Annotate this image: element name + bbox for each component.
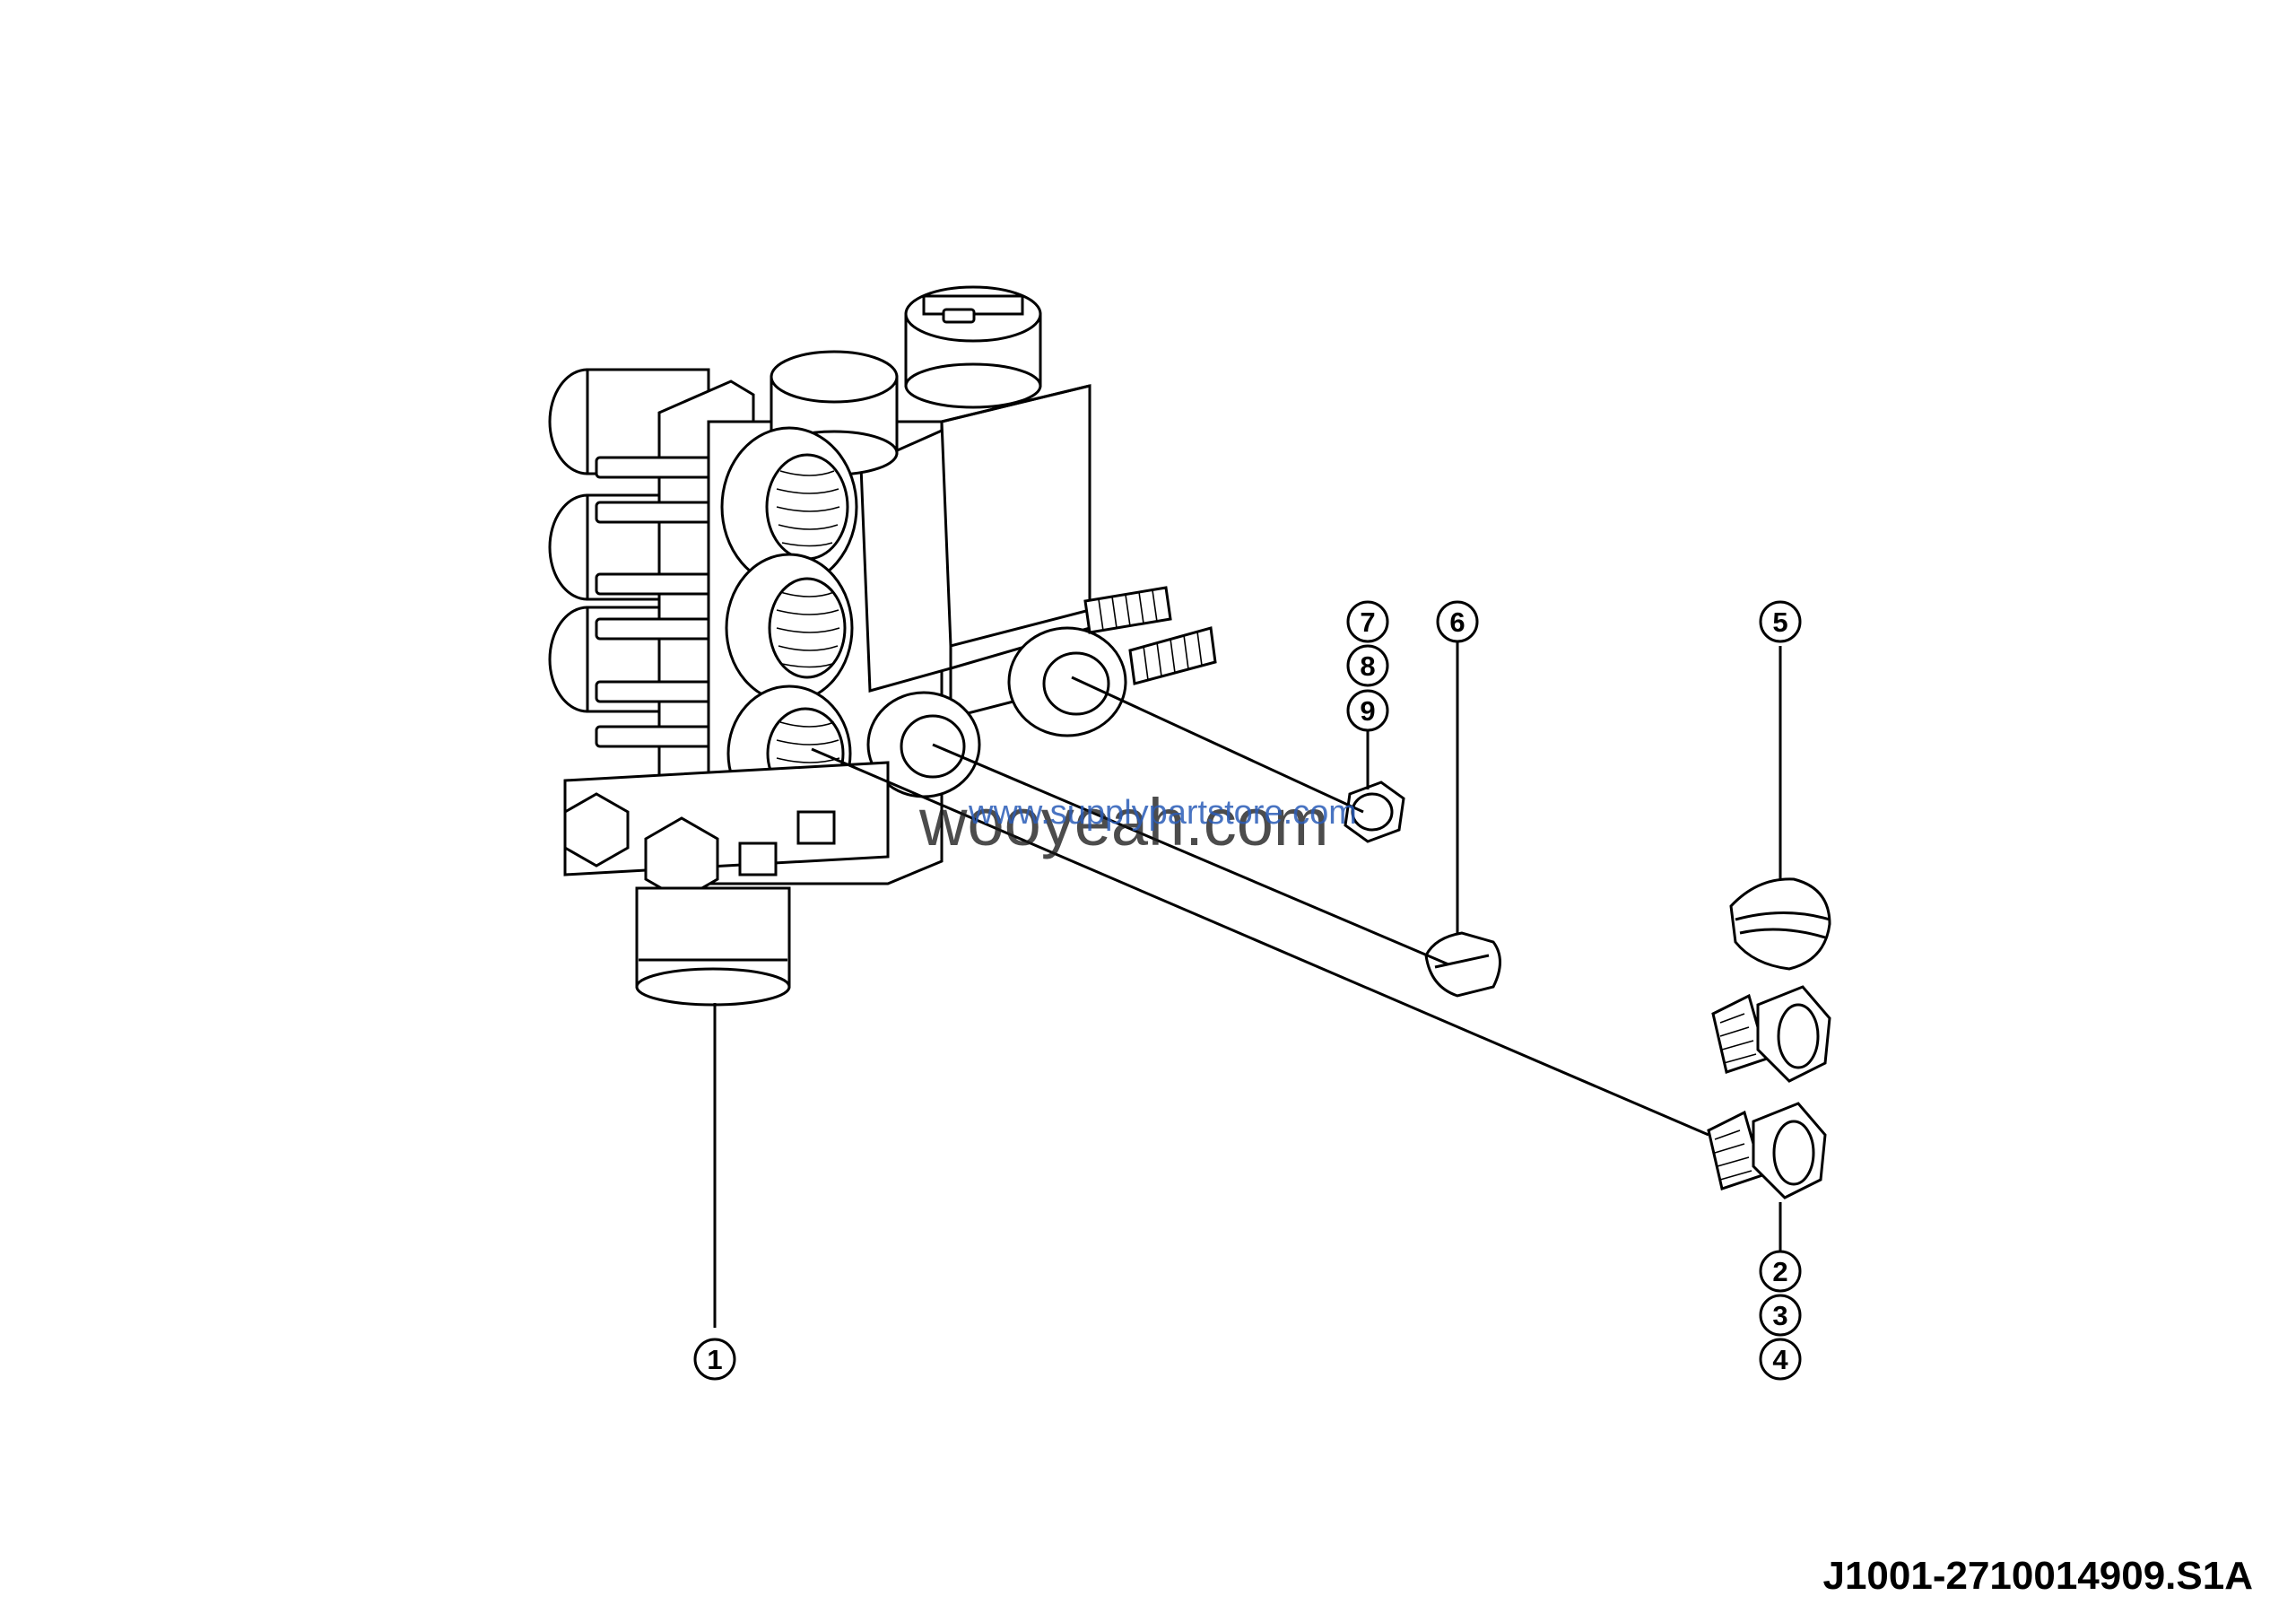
callout-6: 6 <box>1436 600 1479 643</box>
callout-7: 7 <box>1346 600 1389 643</box>
mounting-bracket <box>563 761 890 902</box>
callout-2-label: 2 <box>1772 1256 1787 1287</box>
callout-9: 9 <box>1346 689 1389 732</box>
callout-8: 8 <box>1346 644 1389 687</box>
callout-5-label: 5 <box>1772 606 1787 638</box>
watermark-sub: www.supplypartstore.com <box>968 794 1357 832</box>
fitting-upper <box>1711 985 1831 1083</box>
callout-3: 3 <box>1759 1294 1802 1337</box>
valve-block-assembly <box>548 285 1217 1007</box>
callout-9-label: 9 <box>1360 695 1375 727</box>
drawing-id: J1001-2710014909.S1A <box>1822 1554 2253 1598</box>
plug-item-7-8-9 <box>1344 780 1405 843</box>
callout-6-label: 6 <box>1449 606 1465 638</box>
callout-3-label: 3 <box>1772 1300 1787 1331</box>
watermark-main: wooyeah.com <box>918 785 1329 859</box>
callout-1-label: 1 <box>707 1344 722 1375</box>
callout-1: 1 <box>693 1338 736 1381</box>
solenoid-caps <box>770 285 1042 476</box>
callout-4-label: 4 <box>1772 1344 1788 1375</box>
callout-8-label: 8 <box>1360 650 1375 682</box>
plug-item-5 <box>1729 877 1831 971</box>
callout-4: 4 <box>1759 1338 1802 1381</box>
callout-7-label: 7 <box>1360 606 1375 638</box>
fitting-lower <box>1707 1102 1827 1199</box>
threaded-studs <box>1083 586 1217 685</box>
callout-5: 5 <box>1759 600 1802 643</box>
callout-2: 2 <box>1759 1250 1802 1293</box>
leader-lines <box>713 641 1782 1328</box>
plug-item-6 <box>1424 931 1501 998</box>
lower-cylinder <box>635 886 791 1007</box>
